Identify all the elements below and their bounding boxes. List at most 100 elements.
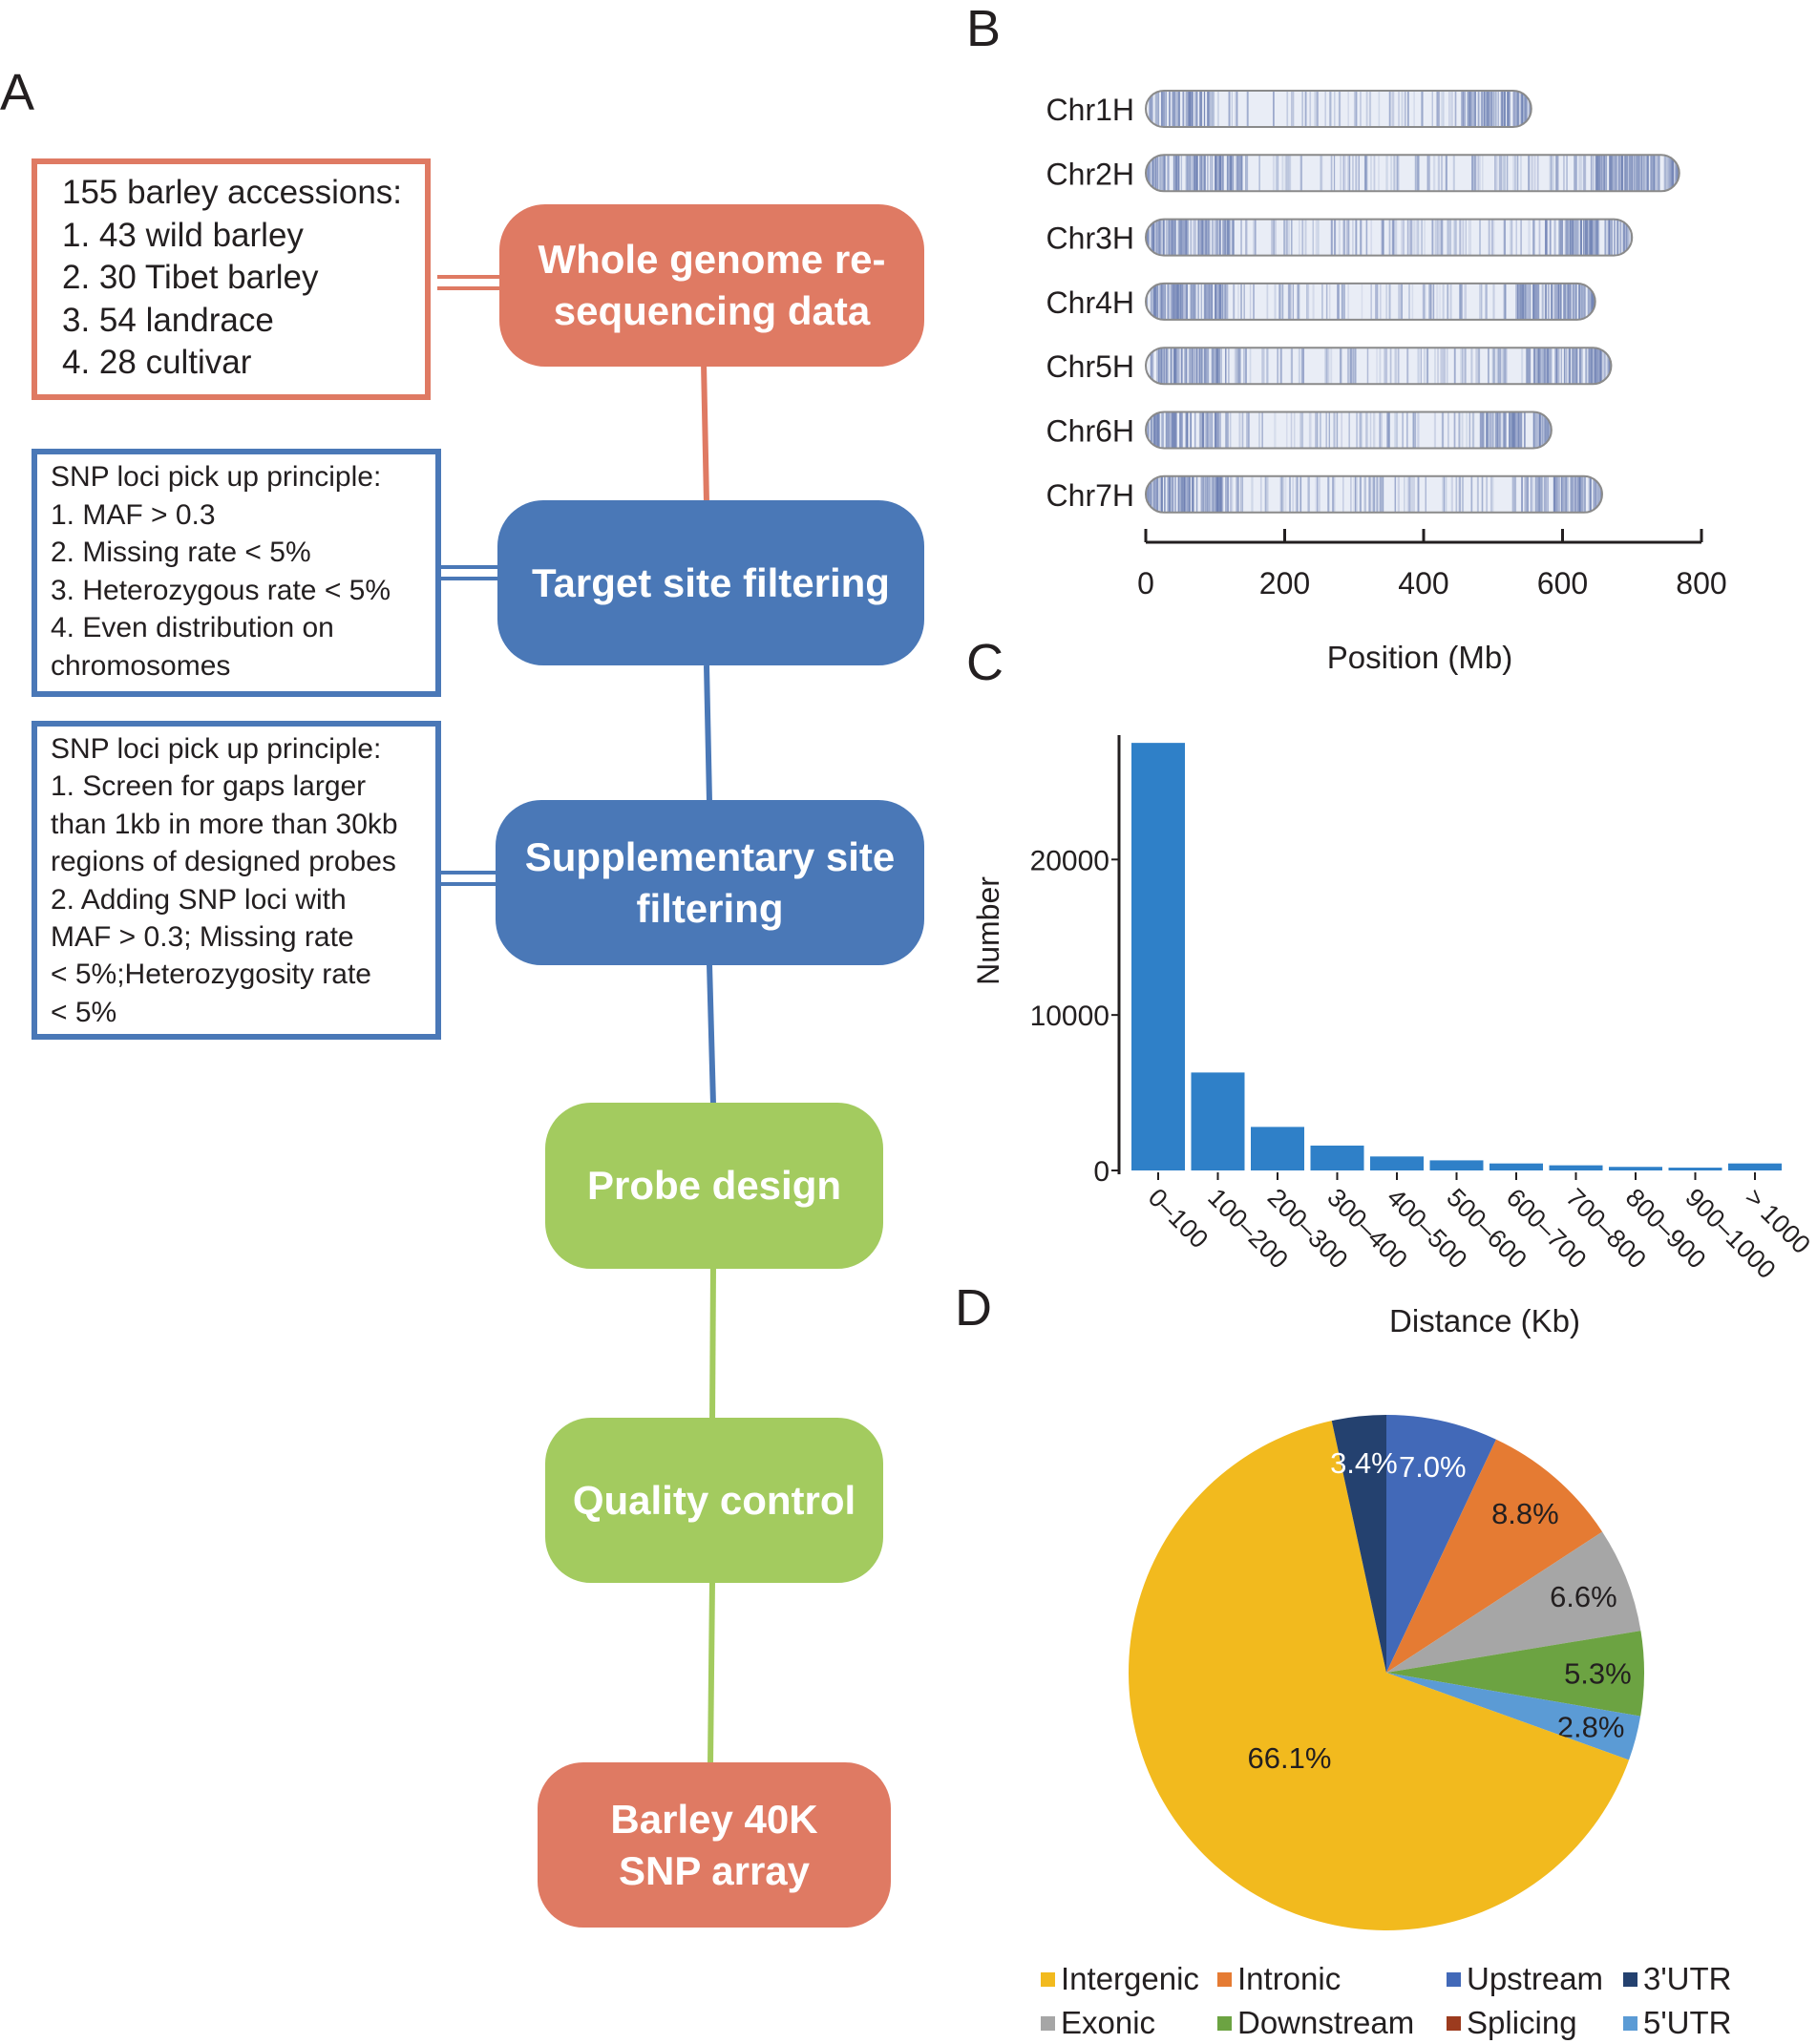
position-tick-label: 400 <box>1398 566 1448 601</box>
snp-band <box>1261 411 1263 449</box>
snp-band <box>1173 219 1175 256</box>
snp-band <box>1403 219 1405 256</box>
snp-band <box>1285 411 1288 449</box>
snp-band <box>1508 91 1511 127</box>
snp-band <box>1606 348 1608 385</box>
pie-legend-label: Intergenic <box>1061 1961 1199 1996</box>
snp-band <box>1352 155 1354 192</box>
snp-band <box>1547 411 1550 449</box>
snp-band <box>1429 283 1432 320</box>
snp-band <box>1401 283 1403 320</box>
snp-band <box>1207 219 1209 256</box>
snp-band <box>1237 155 1239 192</box>
snp-band <box>1236 475 1238 513</box>
snp-band <box>1502 155 1505 192</box>
snp-band <box>1404 91 1406 127</box>
snp-band <box>1587 219 1590 256</box>
snp-band <box>1165 411 1168 449</box>
pie-slice-label: 2.8% <box>1557 1710 1625 1743</box>
node-label: Target site filtering <box>532 559 890 605</box>
snp-band <box>1478 348 1481 385</box>
snp-band <box>1378 91 1381 127</box>
pie-legend-item: Upstream <box>1447 1961 1603 1997</box>
snp-band <box>1445 475 1447 513</box>
snp-band <box>1477 155 1480 192</box>
snp-band <box>1348 155 1351 192</box>
snp-band <box>1528 219 1531 256</box>
snp-band <box>1639 155 1641 192</box>
snp-band <box>1673 155 1675 192</box>
pie-legend-item: Intronic <box>1217 1961 1341 1997</box>
snp-band <box>1492 283 1495 320</box>
chromosome-label: Chr7H <box>1046 478 1134 513</box>
snp-band <box>1389 348 1392 385</box>
snp-band <box>1668 155 1671 192</box>
snp-band <box>1536 475 1538 513</box>
snp-band <box>1566 283 1569 320</box>
snp-band <box>1156 348 1158 385</box>
snp-band <box>1572 283 1574 320</box>
snp-band <box>1597 475 1599 513</box>
snp-band <box>1411 475 1413 513</box>
snp-band <box>1352 219 1354 256</box>
snp-band <box>1465 348 1467 385</box>
snp-band <box>1317 475 1319 513</box>
snp-band <box>1461 348 1464 385</box>
snp-band <box>1521 348 1524 385</box>
snp-band <box>1486 411 1489 449</box>
chromosome-label: Chr3H <box>1046 221 1134 256</box>
snp-band <box>1388 91 1391 127</box>
snp-band <box>1197 283 1199 320</box>
snp-band <box>1174 283 1177 320</box>
snp-band <box>1356 475 1358 513</box>
snp-band <box>1633 155 1636 192</box>
snp-band <box>1553 219 1556 256</box>
snp-band <box>1545 475 1548 513</box>
snp-band <box>1329 91 1332 127</box>
snp-band <box>1583 219 1585 256</box>
snp-band <box>1386 411 1389 449</box>
snp-band <box>1395 219 1398 256</box>
snp-band <box>1537 475 1540 513</box>
chromosome-body <box>1146 91 1532 127</box>
snp-band <box>1211 91 1214 127</box>
snp-band <box>1350 348 1353 385</box>
snp-band <box>1544 475 1546 513</box>
pie-slice-label: 3.4% <box>1330 1446 1398 1480</box>
pie-legend-item: Intergenic <box>1041 1961 1199 1997</box>
snp-band <box>1332 475 1335 513</box>
snp-band <box>1409 475 1411 513</box>
snp-band <box>1147 155 1150 192</box>
snp-band <box>1206 411 1209 449</box>
snp-band <box>1372 411 1376 449</box>
snp-band <box>1330 348 1333 385</box>
snp-band <box>1210 155 1212 192</box>
snp-band <box>1200 283 1203 320</box>
snp-band <box>1578 348 1581 385</box>
snp-band <box>1565 348 1568 385</box>
snp-band <box>1592 219 1595 256</box>
snp-band <box>1458 411 1461 449</box>
histogram-bar <box>1251 1127 1304 1170</box>
pie-legend-item: 3'UTR <box>1623 1961 1731 1997</box>
snp-band <box>1315 91 1318 127</box>
snp-band <box>1289 155 1292 192</box>
snp-band <box>1229 475 1232 513</box>
snp-band <box>1433 411 1437 449</box>
snp-band <box>1202 219 1204 256</box>
snp-band <box>1532 411 1535 449</box>
principle-line: 3. Heterozygous rate < 5% <box>51 574 391 606</box>
snp-band <box>1597 155 1600 192</box>
snp-band <box>1234 348 1236 385</box>
snp-band <box>1172 283 1173 320</box>
snp-band <box>1375 283 1377 320</box>
histogram-bar <box>1429 1160 1484 1170</box>
snp-band <box>1485 283 1488 320</box>
snp-band <box>1206 475 1209 513</box>
snp-band <box>1426 155 1429 192</box>
snp-band <box>1390 91 1392 127</box>
snp-band <box>1420 348 1422 385</box>
snp-band <box>1177 475 1180 513</box>
snp-band <box>1149 155 1151 192</box>
snp-band <box>1195 475 1198 513</box>
